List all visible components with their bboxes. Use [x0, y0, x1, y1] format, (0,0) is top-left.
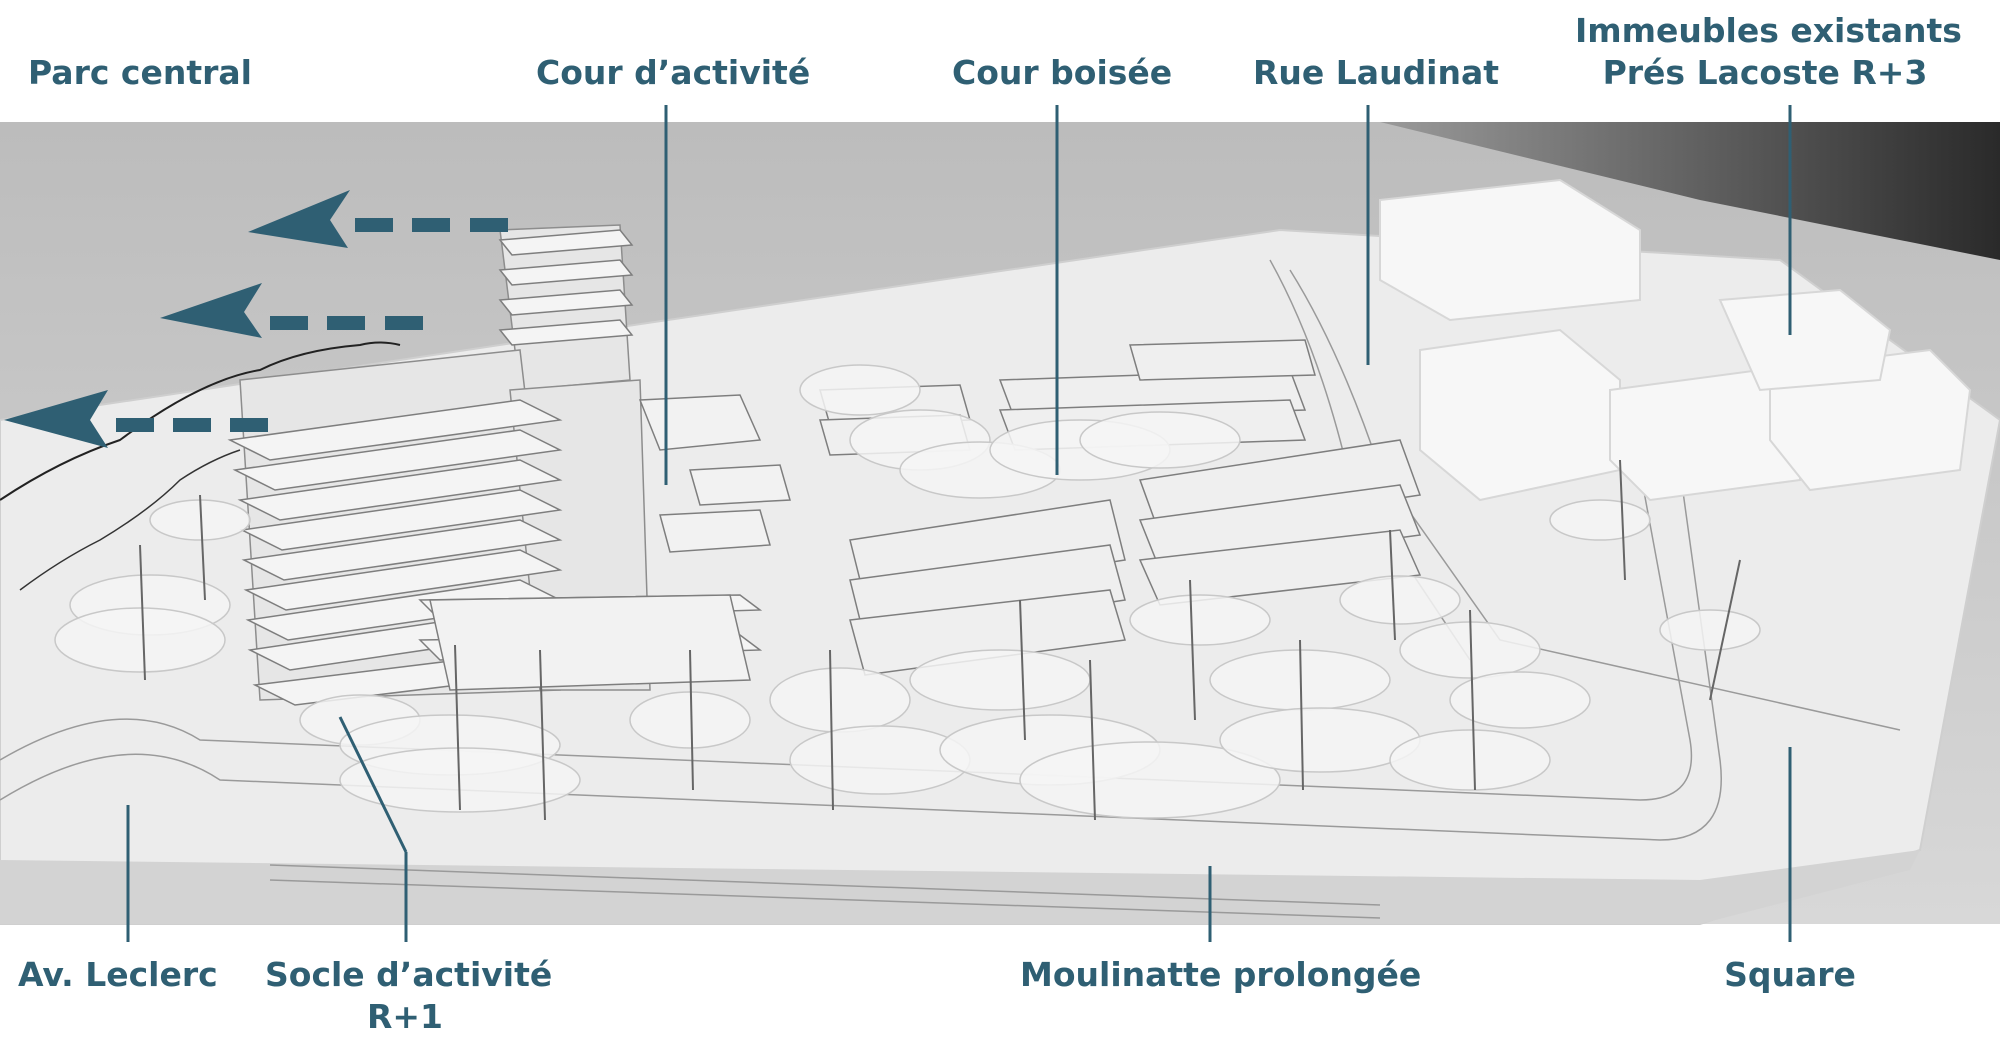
leader-socle: [338, 716, 408, 853]
label-socle-line1: Socle d’activité: [265, 955, 553, 994]
label-cour-activite: Cour d’activité: [536, 53, 811, 92]
label-socle-line2: R+1: [366, 997, 444, 1036]
stacked-building-left: [227, 224, 791, 706]
label-cour-boisee: Cour boisée: [952, 53, 1173, 92]
label-moulinatte-prolongee: Moulinatte prolongée: [1020, 955, 1422, 994]
label-immeubles-existants: Immeubles existants Prés Lacoste R+3: [1575, 10, 1962, 94]
leader-lines: [126, 105, 1792, 942]
model-trees: [54, 364, 1761, 819]
label-parc-central: Parc central: [28, 53, 252, 92]
stacked-building-center: [819, 339, 1422, 676]
label-socle-activite: Socle d’activité R+1: [265, 954, 553, 1038]
label-immeubles-line2: Prés Lacoste R+3: [1602, 53, 1928, 92]
label-rue-laudinat: Rue Laudinat: [1253, 53, 1500, 92]
label-av-leclerc: Av. Leclerc: [18, 955, 218, 994]
label-square: Square: [1724, 955, 1856, 994]
label-immeubles-line1: Immeubles existants: [1575, 11, 1962, 50]
wind-arrow-icon: [4, 190, 508, 448]
